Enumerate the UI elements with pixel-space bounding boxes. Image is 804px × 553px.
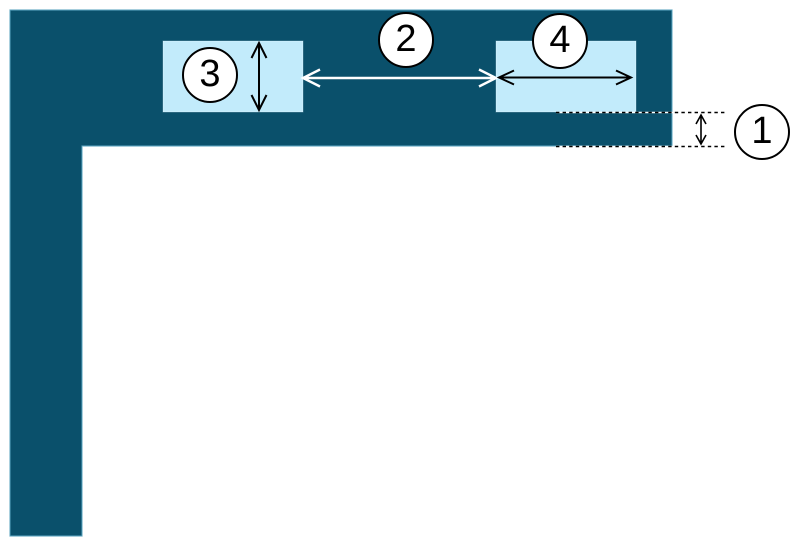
callout-circle-1: 1 bbox=[734, 104, 790, 160]
callout-circle-4: 4 bbox=[532, 13, 588, 69]
callout-circle-2: 2 bbox=[378, 12, 434, 68]
measure-arrow-gap-horizontal bbox=[300, 68, 499, 88]
measure-arrow-block-width bbox=[496, 69, 634, 86]
callout-circle-3: 3 bbox=[182, 47, 238, 103]
callout-label-4: 4 bbox=[549, 19, 571, 61]
panel-l-shape bbox=[9, 9, 673, 537]
measure-arrow-bottom-inset bbox=[695, 113, 707, 146]
measure-arrow-block-height bbox=[250, 40, 268, 113]
callout-label-3: 3 bbox=[199, 53, 221, 95]
callout-label-2: 2 bbox=[395, 18, 417, 60]
callout-label-1: 1 bbox=[751, 110, 773, 152]
